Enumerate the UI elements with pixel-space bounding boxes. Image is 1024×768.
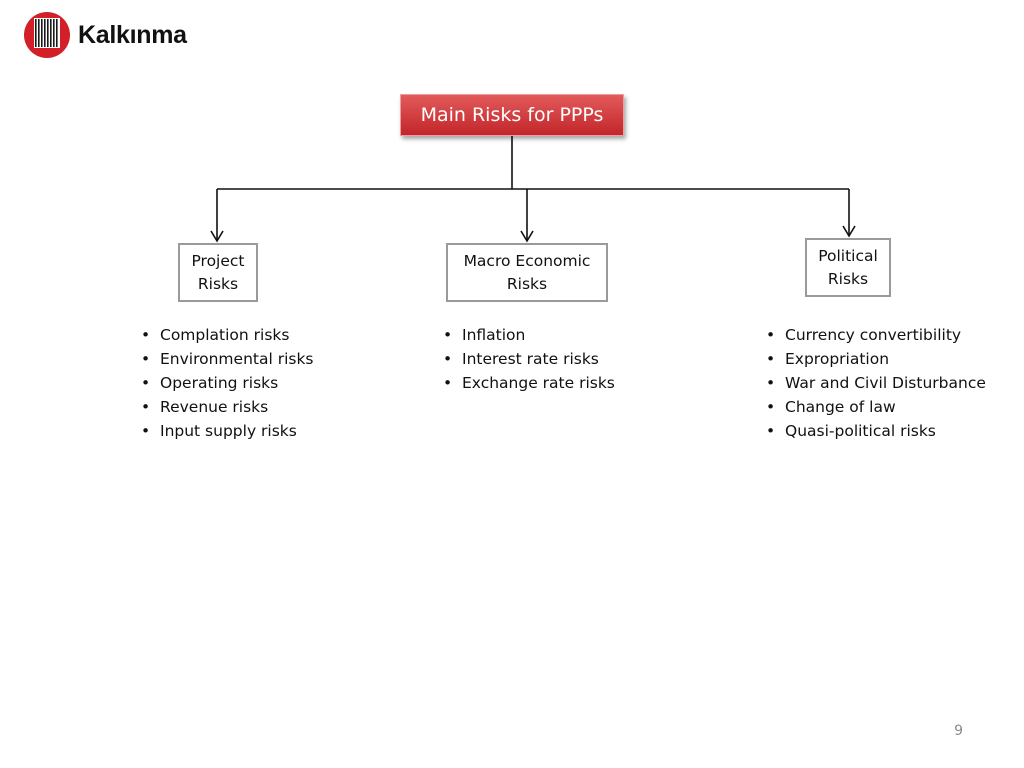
political-risks-box: Political Risks	[805, 238, 891, 297]
macro-risks-title-line2: Risks	[506, 274, 548, 293]
list-item: War and Civil Disturbance	[765, 371, 986, 395]
political-risks-list: Currency convertibility Expropriation Wa…	[765, 323, 986, 443]
project-risks-box: Project Risks	[178, 243, 258, 302]
logo-text: Kalkınma	[78, 21, 187, 49]
arrow-project-icon	[210, 230, 224, 243]
page-number: 9	[954, 723, 963, 739]
kalkinma-logo: Kalkınma	[24, 12, 187, 58]
list-item: Revenue risks	[140, 395, 314, 419]
main-risks-box: Main Risks for PPPs	[400, 94, 624, 136]
political-risks-title-line2: Risks	[827, 269, 869, 288]
project-risks-title-line2: Risks	[197, 274, 239, 293]
list-item: Input supply risks	[140, 419, 314, 443]
main-risks-label: Main Risks for PPPs	[420, 104, 604, 126]
list-item: Currency convertibility	[765, 323, 986, 347]
macro-economic-risks-list: Inflation Interest rate risks Exchange r…	[442, 323, 615, 395]
kalkinma-logo-icon	[24, 12, 70, 58]
macro-risks-title-line1: Macro Economic	[463, 251, 591, 270]
list-item: Expropriation	[765, 347, 986, 371]
list-item: Quasi-political risks	[765, 419, 986, 443]
list-item: Operating risks	[140, 371, 314, 395]
list-item: Complation risks	[140, 323, 314, 347]
macro-economic-risks-box: Macro Economic Risks	[446, 243, 608, 302]
political-risks-title-line1: Political	[818, 246, 878, 265]
list-item: Interest rate risks	[442, 347, 615, 371]
arrow-political-icon	[842, 225, 856, 238]
list-item: Change of law	[765, 395, 986, 419]
list-item: Exchange rate risks	[442, 371, 615, 395]
project-risks-list: Complation risks Environmental risks Ope…	[140, 323, 314, 443]
arrow-macro-icon	[520, 230, 534, 243]
project-risks-title-line1: Project	[191, 251, 245, 270]
list-item: Inflation	[442, 323, 615, 347]
list-item: Environmental risks	[140, 347, 314, 371]
